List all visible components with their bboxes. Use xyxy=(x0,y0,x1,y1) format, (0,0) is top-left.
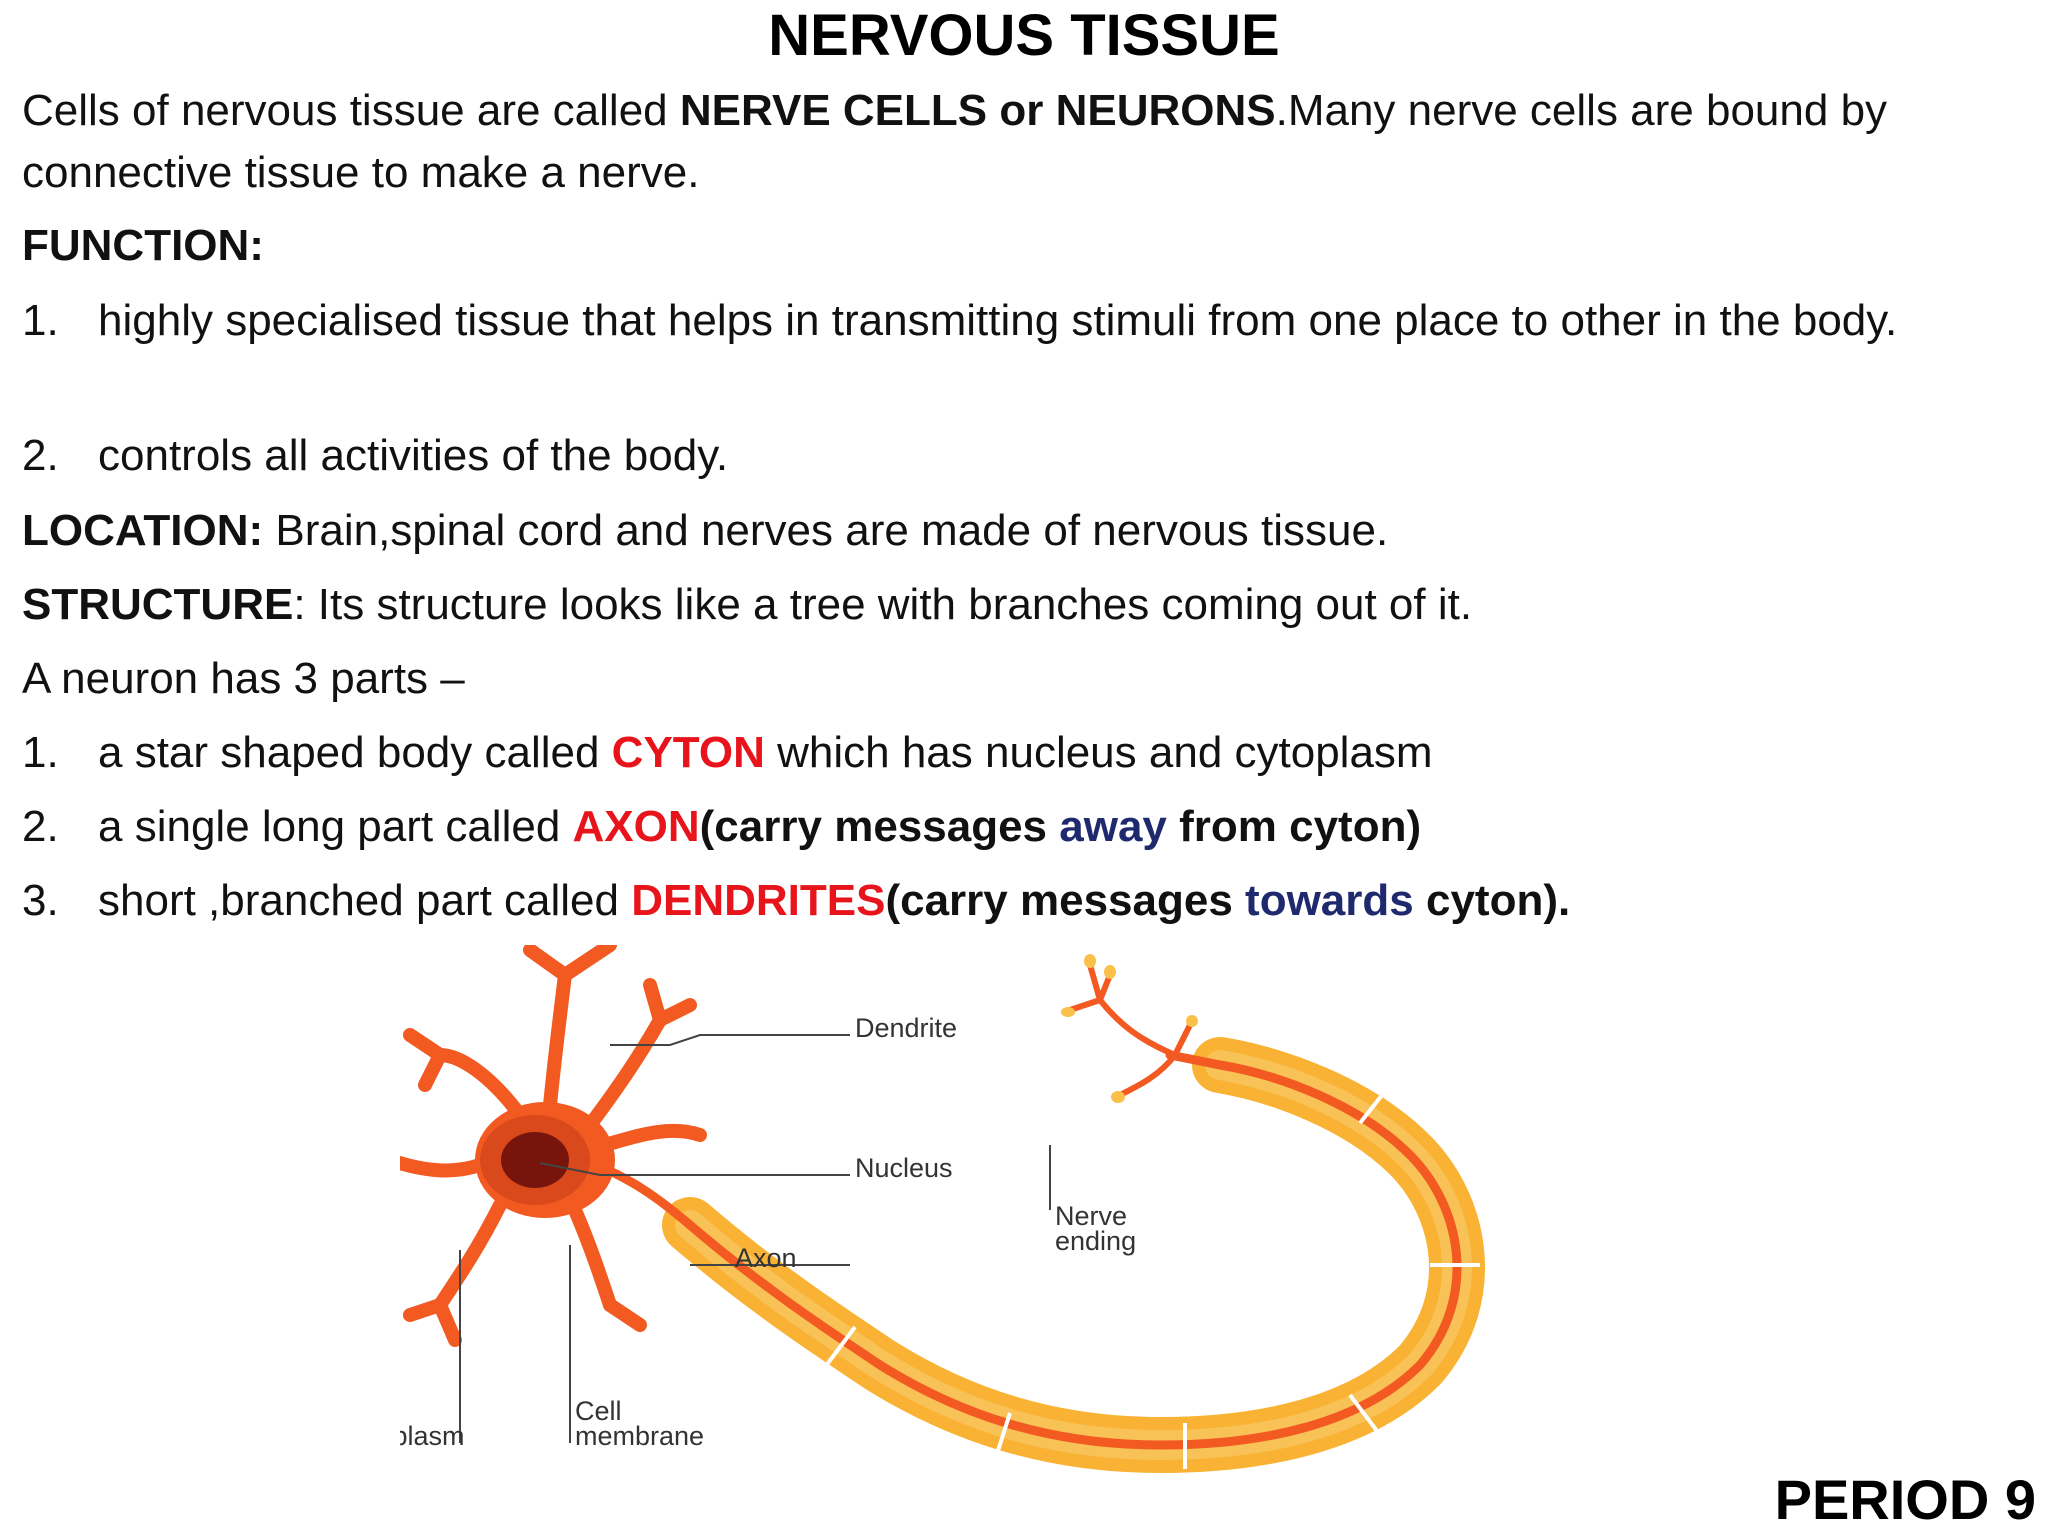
leader-lines xyxy=(459,1034,1051,1443)
part-3-number: 3. xyxy=(22,876,59,925)
axon-core xyxy=(565,1050,1462,1450)
intro-text-end: .Many nerve cells are bound by connectiv… xyxy=(22,86,1888,197)
function-item-1-text: highly specialised tissue that helps in … xyxy=(98,296,1898,345)
label-cytoplasm: Cytoplasm xyxy=(400,1421,465,1451)
function-item-1-number: 1. xyxy=(22,296,59,345)
label-cell-membrane-2: membrane xyxy=(575,1421,704,1451)
part-2-term: AXON xyxy=(572,802,700,851)
intro-text-start: Cells of nervous tissue are called xyxy=(22,86,680,135)
label-nerve-ending-2: ending xyxy=(1055,1226,1136,1256)
structure-text: : Its structure looks like a tree with b… xyxy=(293,580,1473,629)
part-3-text: short ,branched part called DENDRITES(ca… xyxy=(98,870,1998,932)
part-1-pre: a star shaped body called xyxy=(98,728,612,777)
label-dendrite: Dendrite xyxy=(855,1013,957,1043)
location-label: LOCATION: xyxy=(22,506,264,555)
parts-intro: A neuron has 3 parts – xyxy=(22,654,465,703)
part-1-post: which has nucleus and cytoplasm xyxy=(764,728,1433,777)
part-1-number: 1. xyxy=(22,728,59,777)
label-cell-membrane-1: Cell xyxy=(575,1396,622,1426)
nerve-ending xyxy=(1067,962,1193,1098)
part-3-bold-b: cyton). xyxy=(1413,876,1571,925)
part-2-text: a single long part called AXON(carry mes… xyxy=(98,796,1998,858)
part-1-term: CYTON xyxy=(611,728,765,777)
function-item-2-number: 2. xyxy=(22,431,59,480)
part-2-bold-a: (carry messages xyxy=(699,802,1060,851)
part-2-pre: a single long part called xyxy=(98,802,573,851)
function-item-2-text: controls all activities of the body. xyxy=(98,431,729,480)
nerve-ending-terminals xyxy=(1061,954,1198,1103)
neuron-diagram: Dendrite Nucleus Axon Nerve ending Cytop… xyxy=(400,945,1485,1474)
structure-label: STRUCTURE xyxy=(22,580,294,629)
part-3-term: DENDRITES xyxy=(631,876,886,925)
nucleus-shape xyxy=(501,1132,569,1188)
part-2-number: 2. xyxy=(22,802,59,851)
nucleus-halo xyxy=(480,1115,590,1205)
page-title: NERVOUS TISSUE xyxy=(768,3,1280,68)
label-nucleus: Nucleus xyxy=(855,1153,953,1183)
part-3-bold-a: (carry messages xyxy=(885,876,1246,925)
structure-line: STRUCTURE: Its structure looks like a tr… xyxy=(22,574,1472,636)
part-2-bold-b: from cyton) xyxy=(1166,802,1422,851)
location-line: LOCATION: Brain,spinal cord and nerves a… xyxy=(22,500,1388,562)
part-3-pre: short ,branched part called xyxy=(98,876,632,925)
myelin-gaps xyxy=(823,1083,1480,1469)
function-heading: FUNCTION: xyxy=(22,221,264,270)
part-2-direction: away xyxy=(1059,802,1167,851)
intro-bold-term: NERVE CELLS or NEURONS xyxy=(679,86,1276,135)
location-text: Brain,spinal cord and nerves are made of… xyxy=(263,506,1389,555)
label-axon: Axon xyxy=(735,1243,797,1273)
part-1-text: a star shaped body called CYTON which ha… xyxy=(98,722,1998,784)
part-3-direction: towards xyxy=(1245,876,1414,925)
period-label: PERIOD 9 xyxy=(1774,1468,2036,1531)
intro-paragraph: Cells of nervous tissue are called NERVE… xyxy=(22,80,2002,204)
label-nerve-ending-1: Nerve xyxy=(1055,1201,1127,1231)
